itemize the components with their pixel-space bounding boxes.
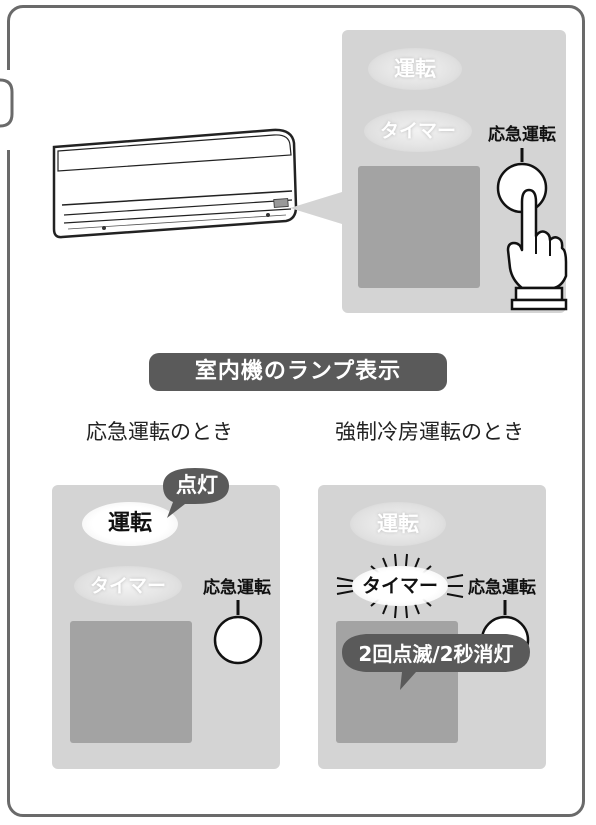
lit-callout-bubble <box>163 468 229 518</box>
left-case-caption: 応急運転のとき <box>86 420 233 444</box>
top-display-window <box>358 166 480 288</box>
lit-callout-text: 点灯 <box>176 473 218 497</box>
top-timer-lamp: タイマー <box>364 110 472 152</box>
right-emergency-button-label: 応急運転 <box>468 578 536 598</box>
blink-callout-bubble <box>342 634 530 690</box>
top-emergency-button-label: 応急運転 <box>488 125 556 145</box>
left-timer-lamp: タイマー <box>74 566 182 606</box>
right-timer-lamp: タイマー <box>352 566 448 606</box>
left-operation-lamp: 運転 <box>82 502 178 546</box>
right-case-caption: 強制冷房運転のとき <box>335 420 524 444</box>
pointing-hand-icon <box>506 188 568 311</box>
blink-callout-text: 2回点滅/2秒消灯 <box>358 642 514 666</box>
right-operation-lamp: 運転 <box>350 502 446 546</box>
top-operation-lamp: 運転 <box>368 48 462 90</box>
lamp-display-heading: 室内機のランプ表示 <box>149 353 447 391</box>
left-emergency-button-label: 応急運転 <box>203 578 271 598</box>
air-conditioner-icon <box>52 128 298 239</box>
left-display-window <box>70 621 192 743</box>
zoom-connector <box>290 192 342 224</box>
left-emergency-button[interactable] <box>207 600 271 690</box>
bubble-tail <box>0 70 14 150</box>
